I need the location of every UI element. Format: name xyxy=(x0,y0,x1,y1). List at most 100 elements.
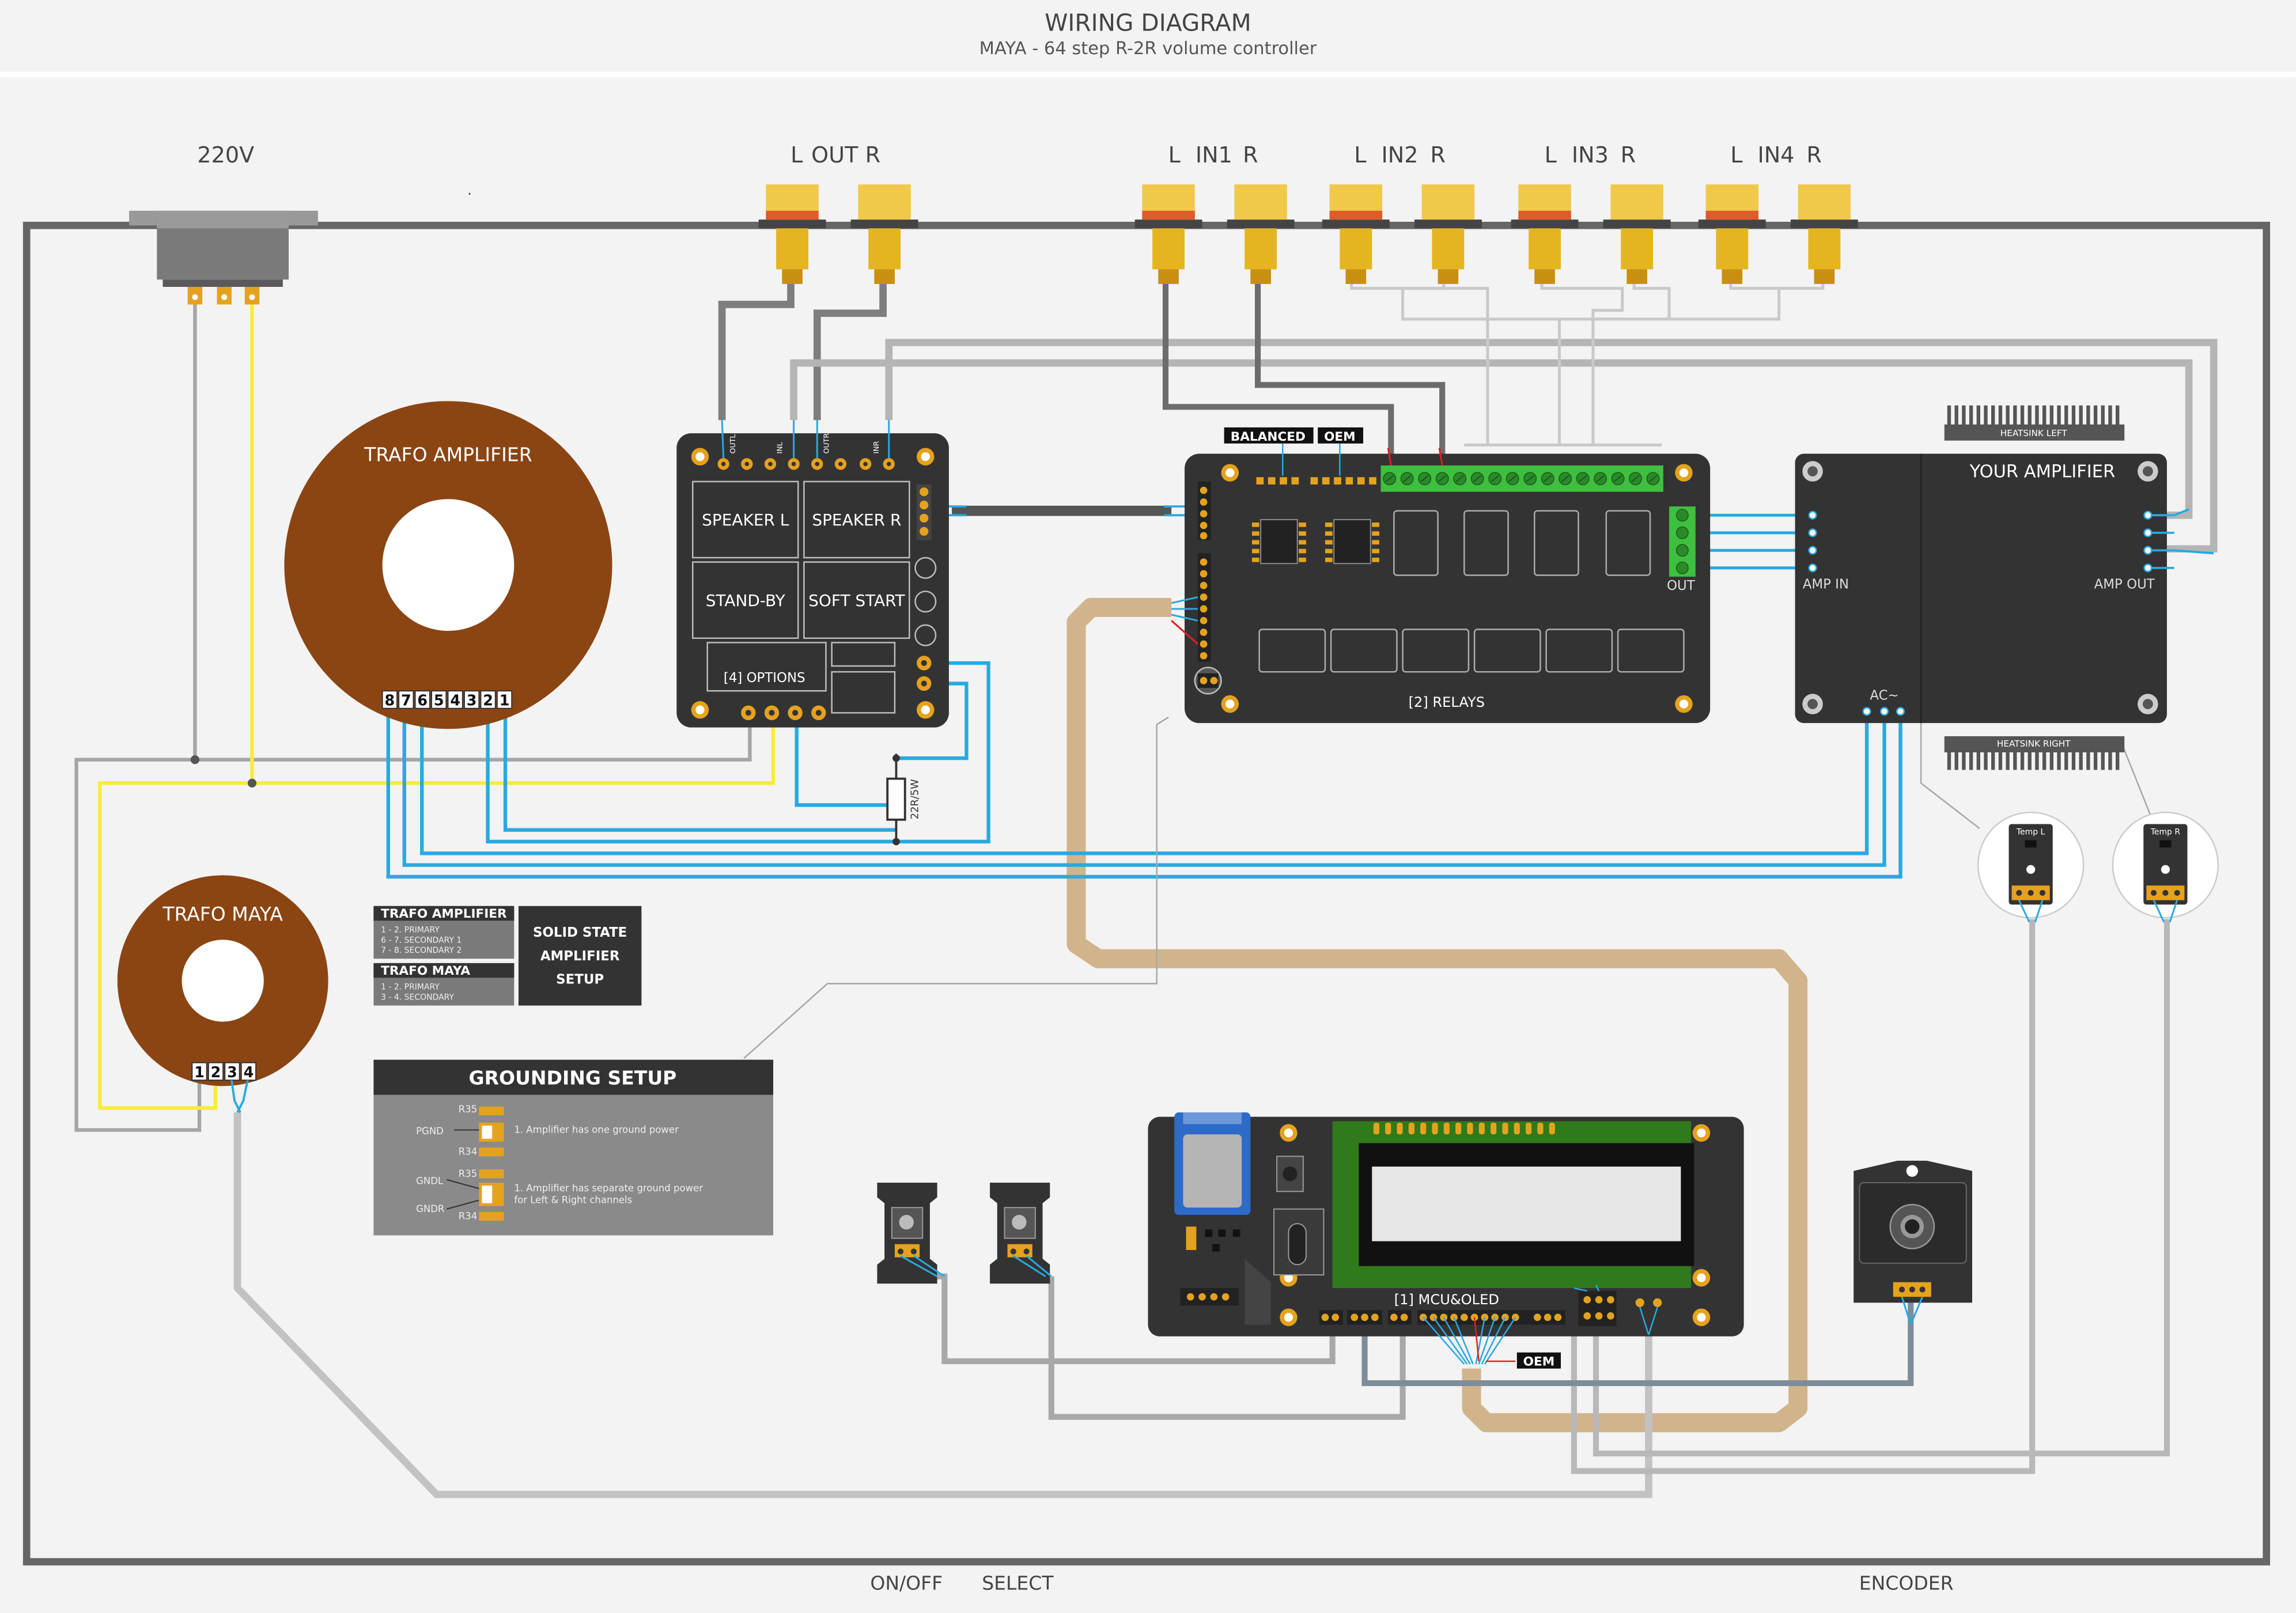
heatsink-fin xyxy=(2086,405,2090,426)
oled-pin xyxy=(1514,1122,1520,1135)
legend-maya-title: TRAFO MAYA xyxy=(381,964,470,978)
trafo-amp-pin-label: 8 xyxy=(385,692,395,709)
heatsink-fin xyxy=(2064,751,2068,770)
relay-terminal-slot xyxy=(1508,475,1517,482)
relay-terminal-slot xyxy=(1473,475,1482,482)
ground-note-1: 1. Amplifier has one ground power xyxy=(514,1124,679,1135)
amplifier-title: YOUR AMPLIFIER xyxy=(1969,461,2116,482)
trafo-amp-pin-box xyxy=(414,690,430,709)
trafo-amp-pin-label: 6 xyxy=(417,692,428,709)
legend-maya-line-1: 1 - 2. PRIMARY xyxy=(381,983,440,992)
trafo-maya-pin-label: 4 xyxy=(244,1063,254,1081)
heatsink-fin xyxy=(2079,405,2083,426)
heatsink-fin xyxy=(2086,751,2090,770)
in1-wires xyxy=(1162,281,1446,460)
heatsink-fin xyxy=(1984,405,1988,426)
legend-amp-line-3: 7 - 8. SECONDARY 2 xyxy=(381,946,462,955)
oled-pin xyxy=(1537,1122,1544,1135)
in1-l-label: L xyxy=(1168,142,1181,168)
legend-amp-line-1: 1 - 2. PRIMARY xyxy=(381,926,440,935)
trafo-maya-pin-label: 1 xyxy=(194,1063,205,1081)
heatsink-fin xyxy=(2020,405,2025,426)
heatsink-fin xyxy=(2006,751,2010,770)
pin-label-inr: INR xyxy=(872,441,880,453)
resistor-label: 22R/5W xyxy=(909,779,921,819)
heatsink-fin xyxy=(2028,405,2032,426)
rca-in1-r xyxy=(1227,184,1295,284)
trafo-amp-pin-label: 5 xyxy=(434,692,444,709)
in1-r-label: R xyxy=(1243,142,1258,168)
rca-in1-l xyxy=(1134,184,1202,284)
trafo-maya-title: TRAFO MAYA xyxy=(162,903,283,925)
legend-amp-line-2: 6 - 7. SECONDARY 1 xyxy=(381,936,462,945)
heatsink-fin xyxy=(2101,405,2105,426)
heatsink-fin xyxy=(2049,751,2054,770)
encoder[interactable] xyxy=(1854,1160,1972,1303)
legend-amp-title: TRAFO AMPLIFIER xyxy=(381,907,507,921)
out-l-label: L xyxy=(790,142,803,168)
dot-mark: . xyxy=(467,181,472,198)
ground-r34-b: R34 xyxy=(459,1211,477,1222)
pin-label-outr: OUTR xyxy=(822,433,831,454)
resistor-body xyxy=(886,777,906,821)
select-button[interactable] xyxy=(990,1182,1050,1284)
ground-gndl: GNDL xyxy=(416,1176,444,1187)
in2-r-label: R xyxy=(1430,142,1445,168)
heatsink-fin xyxy=(2035,751,2039,770)
mains-label: 220V xyxy=(197,142,254,168)
relay-terminal-slot xyxy=(1544,475,1552,482)
pin-label-inl: INL xyxy=(775,442,784,453)
temp-sensor-left: Temp L xyxy=(1977,811,2085,919)
heatsink-fin xyxy=(1969,405,1973,426)
temp-sensor-right: Temp R xyxy=(2112,811,2219,919)
legend-maya-line-2: 3 - 4. SECONDARY xyxy=(381,993,454,1002)
heatsink-fin xyxy=(2042,405,2047,426)
heatsink-fin xyxy=(1991,405,1995,426)
rca-out-r xyxy=(850,184,918,284)
heatsink-fin xyxy=(2057,751,2061,770)
trafo-amp-pin-box xyxy=(480,690,496,709)
oled-pin xyxy=(1491,1122,1497,1135)
heatsink-fin xyxy=(1962,751,1966,770)
in4-l-label: L xyxy=(1730,142,1743,168)
resistor-node-bottom xyxy=(892,838,900,846)
heatsink-fin xyxy=(2049,405,2054,426)
heatsink-fin xyxy=(1998,751,2003,770)
diagram-title: WIRING DIAGRAM xyxy=(1045,9,1251,36)
ground-note-2a: 1. Amplifier has separate ground power xyxy=(514,1183,703,1194)
balanced-label: BALANCED xyxy=(1231,430,1306,444)
heatsink-right-label: HEATSINK RIGHT xyxy=(1997,739,2071,749)
trafo-amp-pin-box xyxy=(447,690,463,709)
mains-inlet xyxy=(129,210,318,305)
heatsink-fin xyxy=(2108,405,2112,426)
trafo-amp-pin-label: 4 xyxy=(450,692,460,709)
heatsink-fin xyxy=(2057,405,2061,426)
trafo-maya-pin-box xyxy=(240,1062,257,1081)
in3-r-label: R xyxy=(1621,142,1636,168)
ground-r34-a: R34 xyxy=(459,1146,477,1157)
button-wires xyxy=(937,1273,1406,1420)
out-r-label: R xyxy=(865,142,880,168)
heatsink-fin xyxy=(2028,751,2032,770)
oled-pin xyxy=(1373,1122,1379,1135)
mcu-caption: [1] MCU&OLED xyxy=(1394,1292,1499,1308)
heatsink-right: HEATSINK RIGHT xyxy=(1944,736,2125,770)
oled-pin xyxy=(1549,1122,1555,1135)
trafo-maya-pin-box xyxy=(224,1062,240,1081)
standby-label: STAND-BY xyxy=(706,591,786,610)
onoff-button[interactable] xyxy=(877,1182,937,1284)
trafo-secondary-wires xyxy=(386,661,1902,879)
oled-pin xyxy=(1467,1122,1473,1135)
encoder-wire xyxy=(1361,1302,1914,1387)
mcu-oem-label: OEM xyxy=(1523,1355,1555,1369)
trafo-amp-pin-box xyxy=(496,690,513,709)
trafo-maya-pin-label: 2 xyxy=(211,1063,221,1081)
in1-name-label: IN1 xyxy=(1196,142,1232,168)
ground-r35-b: R35 xyxy=(459,1168,477,1179)
in4-name-label: IN4 xyxy=(1758,142,1795,168)
rca-in3-r xyxy=(1603,184,1671,284)
speaker-r-label: SPEAKER R xyxy=(812,510,901,529)
